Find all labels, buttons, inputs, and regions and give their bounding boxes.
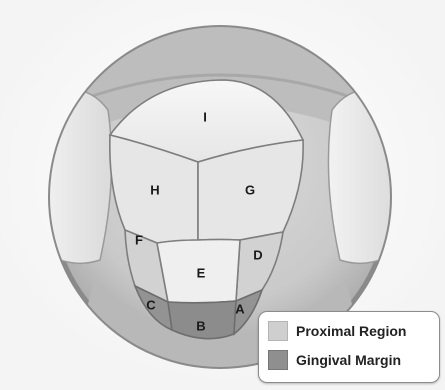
legend: Proximal Region Gingival Margin xyxy=(258,311,440,383)
label-D: D xyxy=(253,248,262,263)
label-H: H xyxy=(150,183,159,198)
legend-item-gingival: Gingival Margin xyxy=(268,350,401,370)
label-G: G xyxy=(245,183,255,198)
label-I: I xyxy=(203,110,207,125)
label-A: A xyxy=(235,302,245,317)
legend-swatch-gingival xyxy=(268,350,288,370)
legend-label-proximal: Proximal Region xyxy=(296,323,406,339)
legend-swatch-proximal xyxy=(268,321,288,341)
label-F: F xyxy=(135,233,143,248)
label-E: E xyxy=(197,266,206,281)
label-C: C xyxy=(146,298,156,313)
legend-item-proximal: Proximal Region xyxy=(268,321,406,341)
label-B: B xyxy=(196,319,205,334)
legend-label-gingival: Gingival Margin xyxy=(296,352,401,368)
